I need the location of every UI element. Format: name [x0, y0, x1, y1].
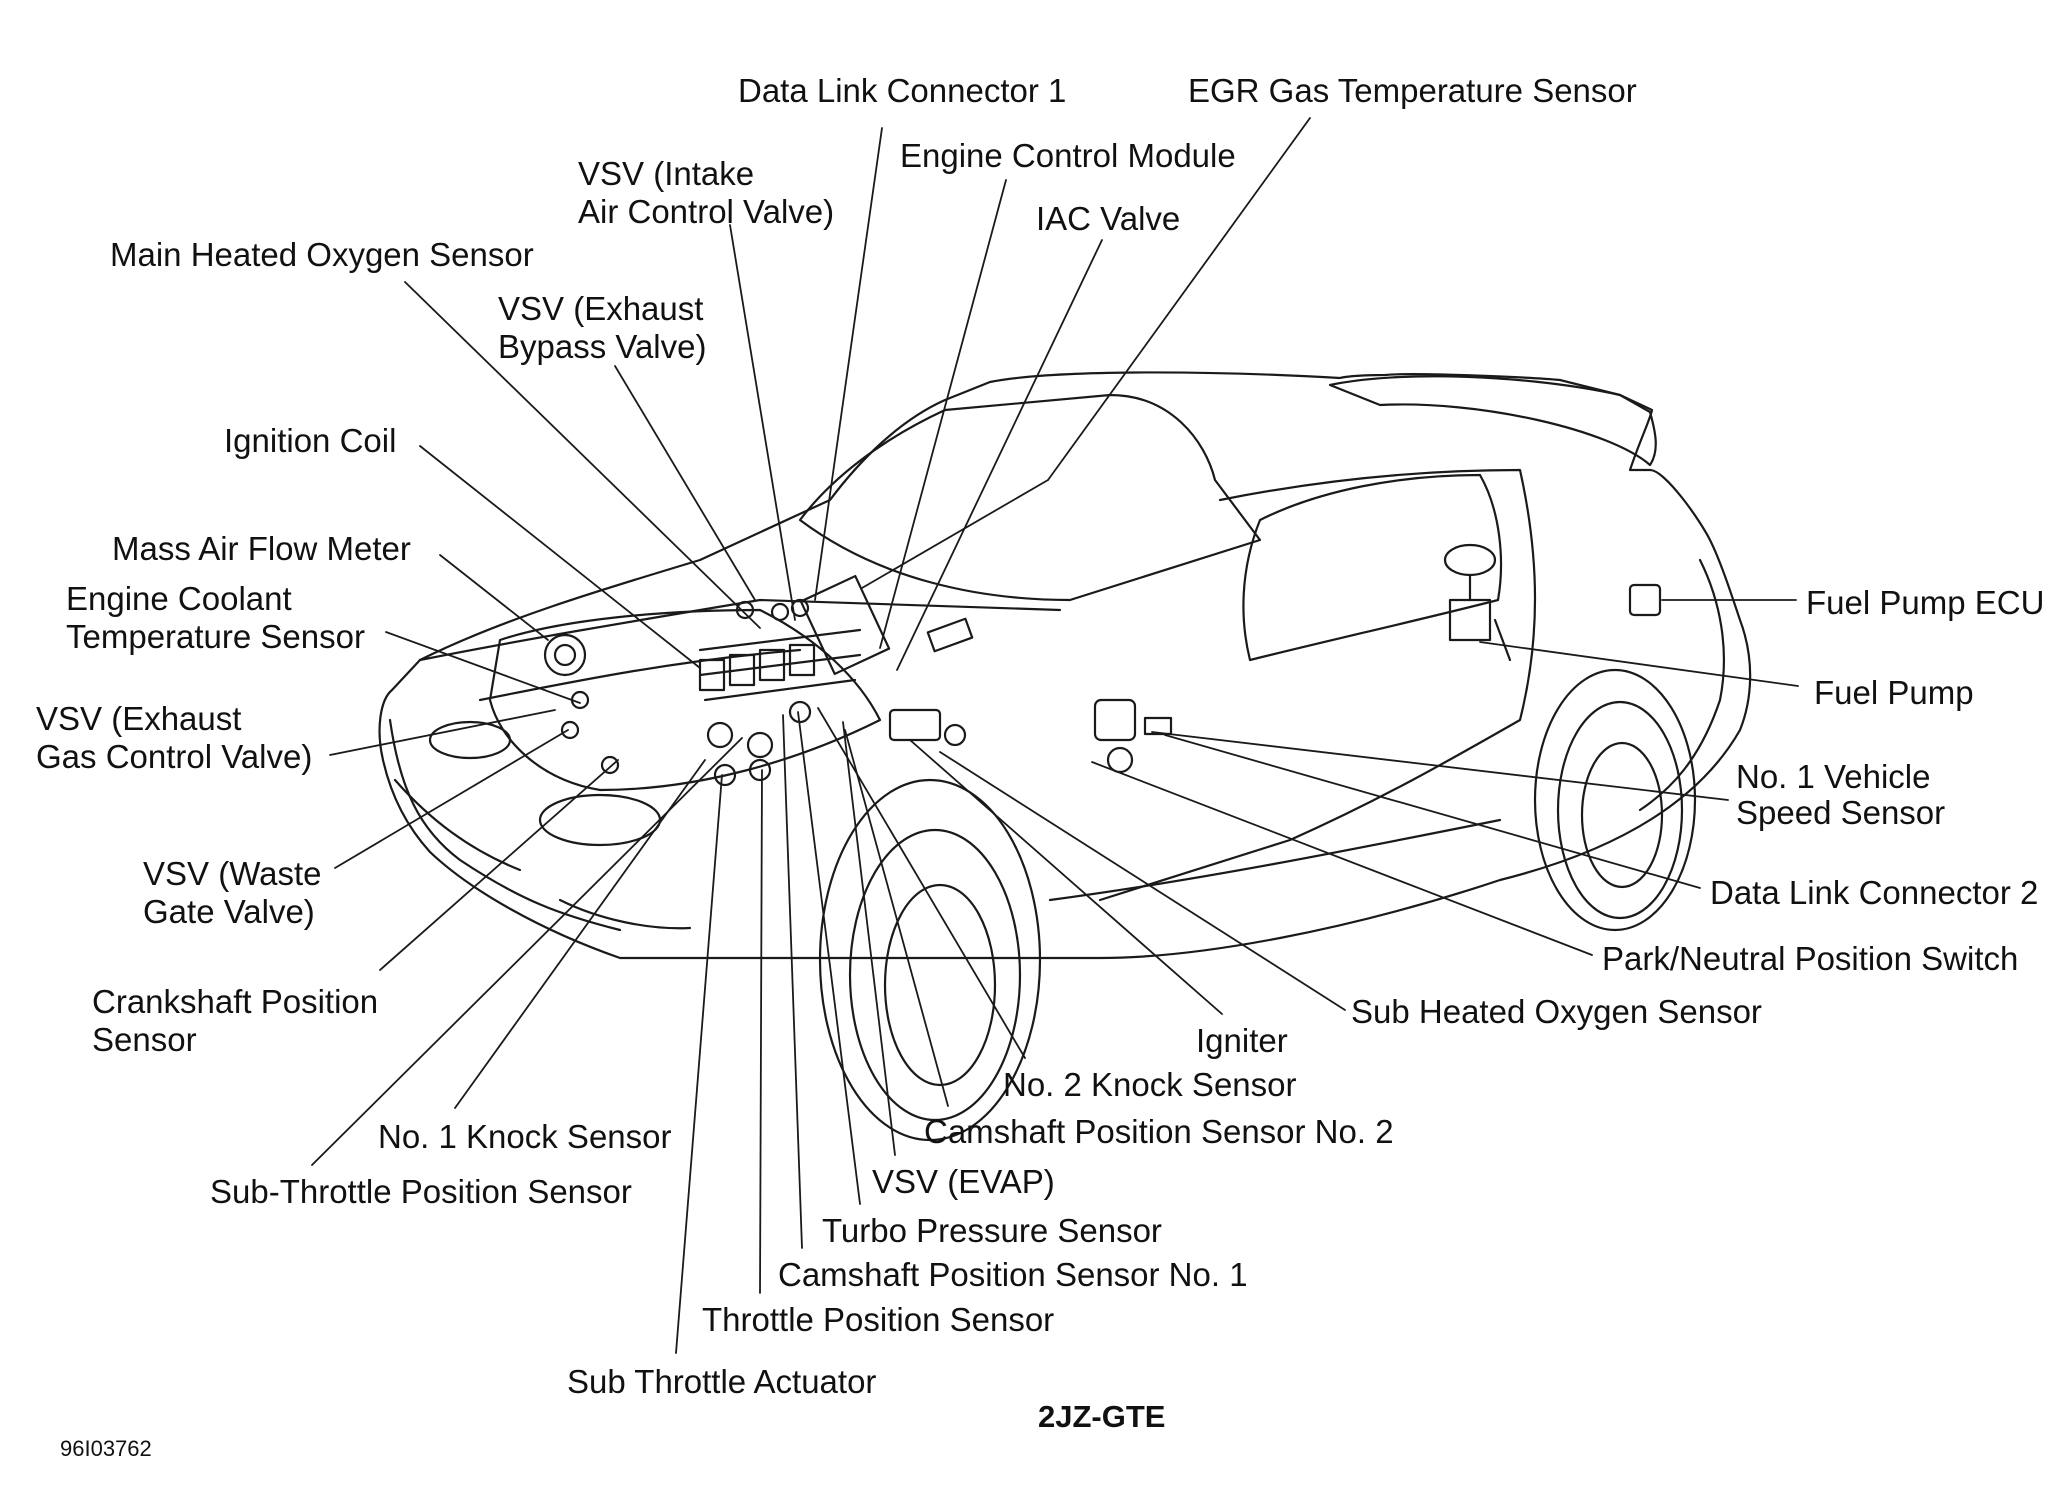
label-vsv-evap: VSV (EVAP) — [872, 1163, 1055, 1200]
engine-bay — [488, 608, 882, 792]
leader-vsv-waste-gate — [334, 729, 569, 869]
figure-code: 96I03762 — [60, 1436, 152, 1461]
label-engine-coolant-temp-line1: Engine Coolant — [66, 580, 292, 617]
front-lip — [393, 778, 522, 872]
leader-crankshaft — [379, 759, 619, 971]
car-body-outline — [378, 371, 1752, 960]
ecm-part — [799, 574, 891, 676]
ignition-coils — [698, 628, 862, 702]
leader-vsv-evap — [842, 721, 896, 1156]
hood-line — [418, 598, 1062, 662]
label-engine-control-module: Engine Control Module — [900, 137, 1236, 174]
label-camshaft-position-sensor-1: Camshaft Position Sensor No. 1 — [778, 1256, 1248, 1293]
label-sub-throttle-position-sensor: Sub-Throttle Position Sensor — [210, 1173, 632, 1210]
rear-wheel-hub — [1580, 741, 1664, 889]
rear-wheel — [1556, 700, 1684, 920]
label-throttle-position-sensor: Throttle Position Sensor — [702, 1301, 1055, 1338]
label-camshaft-position-sensor-2: Camshaft Position Sensor No. 2 — [924, 1113, 1394, 1150]
label-turbo-pressure-sensor: Turbo Pressure Sensor — [822, 1212, 1162, 1249]
label-fuel-pump: Fuel Pump — [1814, 674, 1974, 711]
front-wheel-hub — [883, 883, 997, 1087]
label-park-neutral-position-switch: Park/Neutral Position Switch — [1602, 940, 2019, 977]
front-wheel-arch — [818, 778, 1042, 1142]
leader-mass-air-flow — [439, 554, 549, 641]
label-main-heated-oxygen-sensor: Main Heated Oxygen Sensor — [110, 236, 534, 273]
leader-throttle-position — [759, 769, 763, 1294]
diagram-caption: 2JZ-GTE — [1038, 1399, 1166, 1434]
fuel-pump-part — [1443, 543, 1497, 577]
label-fuel-pump-ecu: Fuel Pump ECU — [1806, 584, 2045, 621]
hood-crease — [478, 648, 802, 702]
leader-no1-vss — [1151, 731, 1729, 801]
leader-sub-heated-o2 — [939, 751, 1346, 1011]
leader-sub-throttle-actuator — [675, 774, 723, 1354]
label-vsv-waste-gate-line2: Gate Valve) — [143, 893, 315, 930]
rear-quarter — [1638, 558, 1725, 812]
leader-igniter — [909, 739, 1223, 1015]
rear-wheel-arch — [1533, 668, 1697, 932]
label-egr-gas-temperature-sensor: EGR Gas Temperature Sensor — [1188, 72, 1637, 109]
leader-egr-gas-temp-b — [861, 479, 1049, 589]
air-intake — [558, 898, 692, 930]
windshield — [798, 393, 1262, 602]
leader-main-heated-o2 — [404, 281, 761, 629]
label-data-link-connector-1: Data Link Connector 1 — [738, 72, 1067, 109]
leader-sub-throttle-pos — [311, 737, 743, 1166]
rear-spoiler — [1328, 375, 1657, 467]
leader-engine-control-module — [879, 179, 1007, 649]
label-engine-coolant-temp-line2: Temperature Sensor — [66, 618, 365, 655]
label-mass-air-flow-meter: Mass Air Flow Meter — [112, 530, 411, 567]
label-ignition-coil: Ignition Coil — [224, 422, 397, 459]
leader-no2-knock — [817, 707, 1026, 1059]
leader-turbo-pressure — [797, 711, 861, 1205]
label-vsv-exhaust-bypass-line2: Bypass Valve) — [498, 328, 707, 365]
leader-camshaft-2 — [844, 729, 949, 1107]
leader-ignition-coil — [419, 445, 701, 669]
leader-camshaft-1 — [782, 714, 803, 1249]
leader-data-link-connector-2 — [1164, 734, 1701, 889]
label-data-link-connector-2: Data Link Connector 2 — [1710, 874, 2039, 911]
label-sub-throttle-actuator: Sub Throttle Actuator — [567, 1363, 877, 1400]
label-vsv-intake-line2: Air Control Valve) — [578, 193, 835, 230]
leader-vsv-exhaust-gas — [329, 709, 556, 756]
headlight-left — [428, 720, 512, 760]
fuel-pump-ecu-part — [1628, 583, 1662, 617]
label-vsv-waste-gate-line1: VSV (Waste — [143, 855, 322, 892]
leader-park-neutral — [1091, 761, 1593, 956]
label-crankshaft-position-line2: Sensor — [92, 1021, 197, 1058]
leader-iac-valve — [896, 239, 1103, 671]
front-wheel — [848, 828, 1022, 1122]
label-crankshaft-position-line1: Crankshaft Position — [92, 983, 379, 1020]
label-vsv-exhaust-bypass-line1: VSV (Exhaust — [498, 290, 704, 327]
label-no2-knock-sensor: No. 2 Knock Sensor — [1003, 1066, 1297, 1103]
label-no1-vehicle-speed-line1: No. 1 Vehicle — [1736, 758, 1931, 795]
label-iac-valve: IAC Valve — [1036, 200, 1181, 237]
label-no1-knock-sensor: No. 1 Knock Sensor — [378, 1118, 672, 1155]
label-sub-heated-oxygen-sensor: Sub Heated Oxygen Sensor — [1351, 993, 1762, 1030]
label-igniter: Igniter — [1196, 1022, 1288, 1059]
label-vsv-exhaust-gas-line2: Gas Control Valve) — [36, 738, 313, 775]
label-no1-vehicle-speed-line2: Speed Sensor — [1736, 794, 1946, 831]
leader-lines — [311, 117, 1799, 1354]
leader-fuel-pump — [1479, 641, 1799, 687]
rocker-panel — [1048, 818, 1502, 902]
side-window — [1242, 473, 1503, 662]
door-line — [1098, 468, 1537, 902]
label-vsv-exhaust-gas-line1: VSV (Exhaust — [36, 700, 242, 737]
leader-egr-gas-temp — [1047, 117, 1311, 481]
igniter-part — [888, 708, 942, 742]
maf-meter-part — [543, 633, 587, 677]
leader-data-link-connector-1 — [814, 127, 883, 601]
front-bumper — [388, 718, 622, 932]
label-vsv-intake-line1: VSV (Intake — [578, 155, 755, 192]
leader-no1-knock — [454, 759, 706, 1109]
leader-vsv-exhaust-bypass — [614, 365, 756, 601]
leader-vsv-intake — [729, 224, 796, 621]
leader-ect-sensor — [385, 631, 581, 704]
